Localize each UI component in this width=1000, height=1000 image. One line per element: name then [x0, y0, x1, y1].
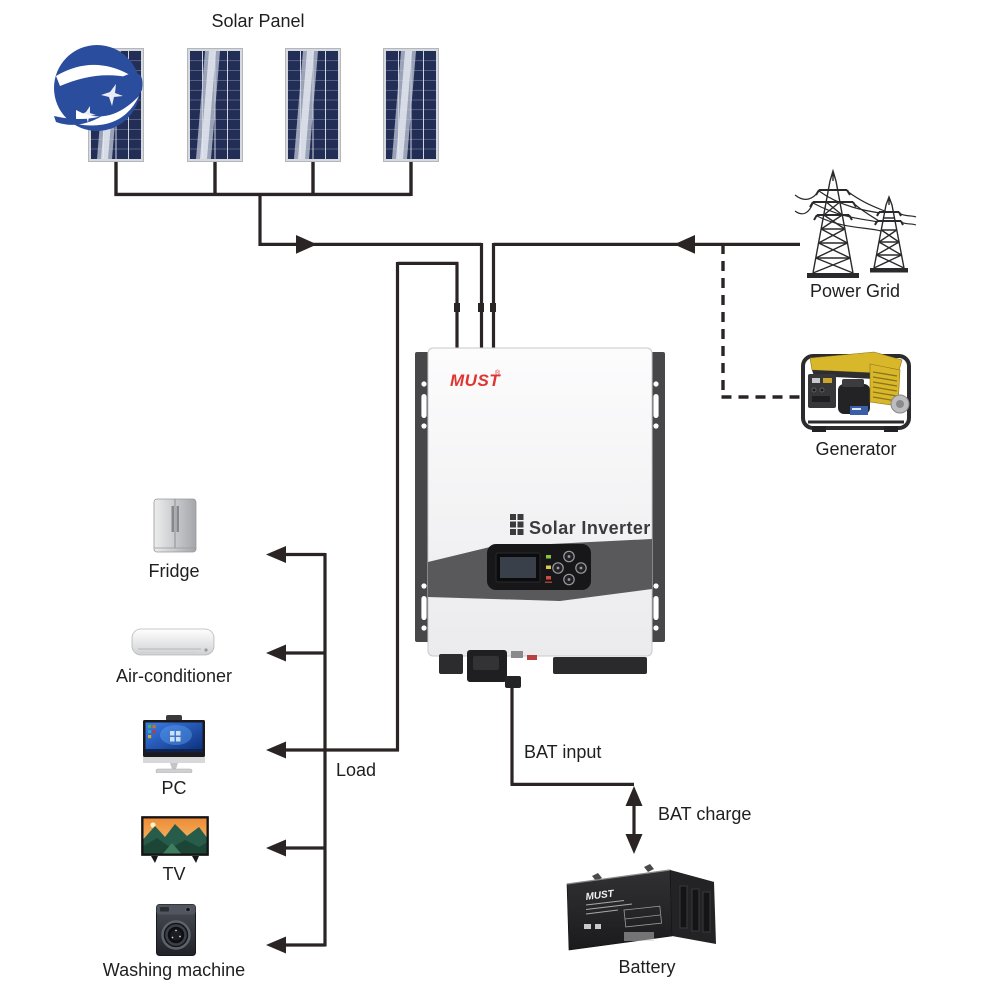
- inverter-body: [427, 347, 653, 657]
- battery-brand-logo: MUST: [585, 888, 615, 902]
- load-bus-line: [285, 552, 327, 947]
- pc-icon: [143, 715, 205, 773]
- brand-swirl-logo-icon: [54, 45, 143, 131]
- svg-text:Solar Inverter: Solar Inverter: [529, 518, 651, 538]
- load-label: Load: [336, 760, 377, 780]
- tv-icon: [141, 816, 209, 863]
- pc-label: PC: [161, 778, 187, 798]
- air-conditioner-label: Air-conditioner: [115, 666, 233, 686]
- wire-connector-nub-1: [454, 303, 460, 312]
- washing-machine-label: Washing machine: [102, 960, 246, 980]
- bat-charge-label: BAT charge: [658, 804, 752, 824]
- arrow-load-ac: [266, 644, 286, 662]
- solar-to-inverter-line: [258, 194, 484, 352]
- wire-connector-nub-3: [490, 303, 496, 312]
- arrow-load-washer: [266, 936, 286, 954]
- generator-icon: [801, 351, 911, 432]
- tv-label: TV: [162, 864, 186, 884]
- power-grid-label: Power Grid: [809, 281, 901, 301]
- inverter-control-panel: [487, 544, 591, 590]
- battery-icon: MUST: [566, 864, 716, 951]
- battery-label: Battery: [618, 957, 676, 977]
- arrow-load-tv: [266, 839, 286, 857]
- bat-input-label: BAT input: [524, 742, 602, 762]
- led-red: [546, 576, 551, 580]
- arrow-load-pc: [266, 741, 286, 759]
- grid-to-inverter-line: [491, 242, 800, 352]
- washing-machine-icon: [156, 904, 196, 956]
- inverter-brand-reg-mark: ®: [495, 369, 501, 377]
- solar-inverter-unit: MUST ® Solar Inverter: [415, 347, 665, 688]
- arrow-bat-down: [625, 834, 643, 854]
- led-green: [546, 555, 551, 559]
- solar-panel-label: Solar Panel: [211, 11, 305, 31]
- fridge-label: Fridge: [148, 561, 200, 581]
- power-grid-icon: [794, 168, 917, 278]
- inverter-terminals: [439, 650, 647, 688]
- fridge-icon: [153, 498, 197, 553]
- solar-string-bus-line: [114, 161, 413, 197]
- arrow-grid-left: [674, 235, 695, 254]
- inverter-brand-logo: MUST: [450, 371, 501, 390]
- air-conditioner-icon: [131, 628, 215, 656]
- solar-grid-icon: [510, 514, 524, 535]
- arrow-solar-right: [296, 235, 317, 254]
- solar-inverter-wordmark: Solar Inverter: [510, 514, 651, 538]
- wire-connector-nub-2: [478, 303, 484, 312]
- arrow-bat-up: [625, 786, 643, 806]
- generator-dashed-line: [721, 244, 802, 399]
- arrow-load-fridge: [266, 546, 286, 563]
- generator-label: Generator: [815, 439, 897, 459]
- led-yellow: [546, 565, 551, 569]
